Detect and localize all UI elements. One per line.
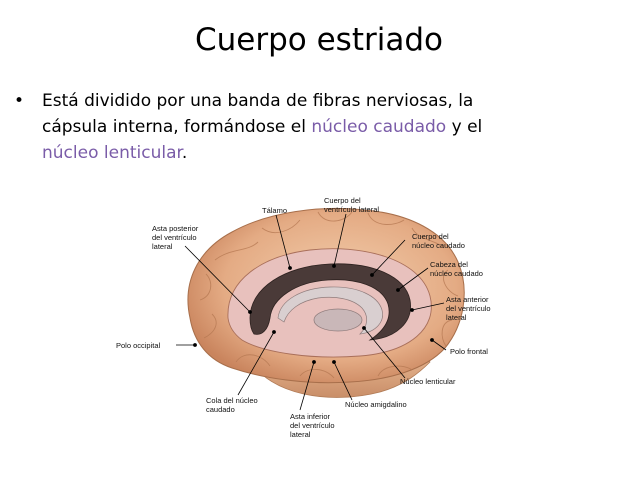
- label-cola-caudado-line2: caudado: [206, 405, 235, 414]
- label-asta-anterior-line3: lateral: [446, 313, 467, 322]
- label-asta-inferior-line3: lateral: [290, 430, 311, 439]
- bullet-line-2-end: y el: [446, 117, 483, 137]
- label-asta-anterior: Asta anterior del ventrículo lateral: [446, 295, 491, 322]
- brain-gyri: [199, 211, 459, 379]
- label-cabeza-caudado-line1: Cabeza del: [430, 260, 468, 269]
- highlight-nucleo-caudado: núcleo caudado: [311, 117, 447, 137]
- label-cabeza-caudado: Cabeza del núcleo caudado: [430, 260, 483, 278]
- bullet-line-3-end: .: [181, 143, 188, 163]
- label-polo-occipital: Polo occipital: [116, 341, 161, 350]
- bullet-line-1: Está dividido por una banda de fibras ne…: [42, 91, 474, 111]
- label-asta-inferior-line2: del ventrículo: [290, 421, 335, 430]
- bullet-line-2: cápsula interna, formándose el: [42, 117, 312, 137]
- label-cuerpo-ventriculo-line1: Cuerpo del: [324, 196, 361, 205]
- label-cuerpo-caudado-line1: Cuerpo del: [412, 232, 449, 241]
- label-asta-posterior-line1: Asta posterior: [152, 224, 199, 233]
- label-cuerpo-ventriculo: Cuerpo del ventrículo lateral: [324, 196, 379, 214]
- label-asta-inferior: Asta inferior del ventrículo lateral: [290, 412, 335, 439]
- lateral-ventricle: [249, 263, 411, 341]
- pointer-lines: [176, 213, 447, 411]
- nucleus-lenticular-shape: [313, 308, 363, 332]
- label-nucleo-amigdalino: Núcleo amigdalino: [345, 400, 407, 409]
- label-asta-anterior-line2: del ventrículo: [446, 304, 491, 313]
- label-asta-posterior-line2: del ventrículo: [152, 233, 197, 242]
- bullet-text: Está dividido por una banda de fibras ne…: [42, 88, 602, 166]
- label-cuerpo-caudado-line2: núcleo caudado: [412, 241, 465, 250]
- thalamus: [277, 286, 383, 335]
- label-cabeza-caudado-line2: núcleo caudado: [430, 269, 483, 278]
- label-nucleo-lenticular: Núcleo lenticular: [400, 377, 456, 386]
- label-cuerpo-caudado: Cuerpo del núcleo caudado: [412, 232, 465, 250]
- bullet-marker: •: [14, 91, 25, 111]
- highlight-nucleo-lenticular: núcleo lenticular: [42, 143, 182, 163]
- slide-title: Cuerpo estriado: [195, 22, 443, 58]
- label-polo-frontal: Polo frontal: [450, 347, 488, 356]
- label-cuerpo-ventriculo-line2: ventrículo lateral: [324, 205, 380, 214]
- label-cola-caudado: Cola del núcleo caudado: [206, 396, 258, 414]
- label-asta-inferior-line1: Asta inferior: [290, 412, 331, 421]
- label-asta-posterior: Asta posterior del ventrículo lateral: [152, 224, 198, 251]
- label-talamo: Tálamo: [262, 206, 288, 215]
- label-cola-caudado-line1: Cola del núcleo: [206, 396, 258, 405]
- label-asta-anterior-line1: Asta anterior: [446, 295, 489, 304]
- label-asta-posterior-line3: lateral: [152, 242, 173, 251]
